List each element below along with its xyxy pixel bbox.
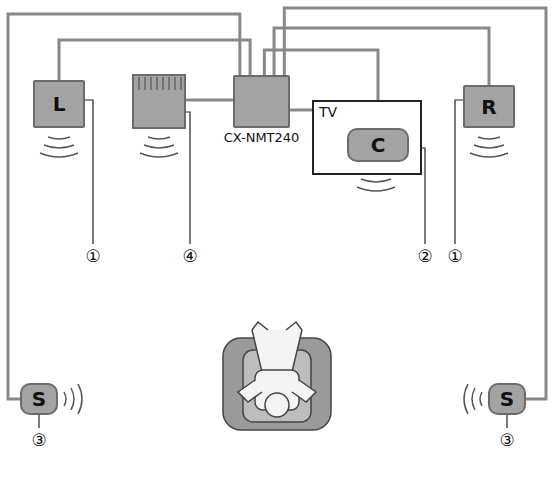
callout-number: ③	[499, 432, 514, 449]
speaker-wire	[8, 14, 240, 399]
speaker-letter: L	[53, 92, 66, 116]
subwoofer	[133, 75, 233, 128]
center-unit: CX-NMT240	[233, 75, 290, 128]
leader-lines	[39, 100, 507, 428]
model-name: CX-NMT240	[222, 130, 302, 145]
callout-number: ①	[447, 248, 462, 265]
callout-number: ①	[85, 248, 100, 265]
speaker-wire	[290, 108, 312, 111]
speaker-wire	[284, 8, 546, 399]
speaker-letter: S	[32, 387, 46, 411]
sound-waves	[40, 137, 508, 414]
speaker-wire	[274, 28, 489, 85]
surround-speaker: S	[20, 383, 58, 415]
speaker-letter: C	[371, 133, 386, 157]
tv-label: TV	[319, 104, 337, 120]
callout-number: ③	[31, 432, 46, 449]
callout-number: ②	[417, 248, 432, 265]
tv-frame: TV C	[312, 100, 422, 175]
speaker-letter: S	[500, 387, 514, 411]
listener-in-chair	[223, 322, 331, 430]
right-speaker: R	[463, 85, 515, 128]
speaker-letter: R	[481, 95, 496, 119]
surround-speaker: S	[488, 383, 526, 415]
callout-number: ④	[182, 248, 197, 265]
speaker-wire	[59, 40, 250, 80]
left-speaker: L	[33, 80, 85, 128]
center-speaker: C	[347, 128, 409, 162]
